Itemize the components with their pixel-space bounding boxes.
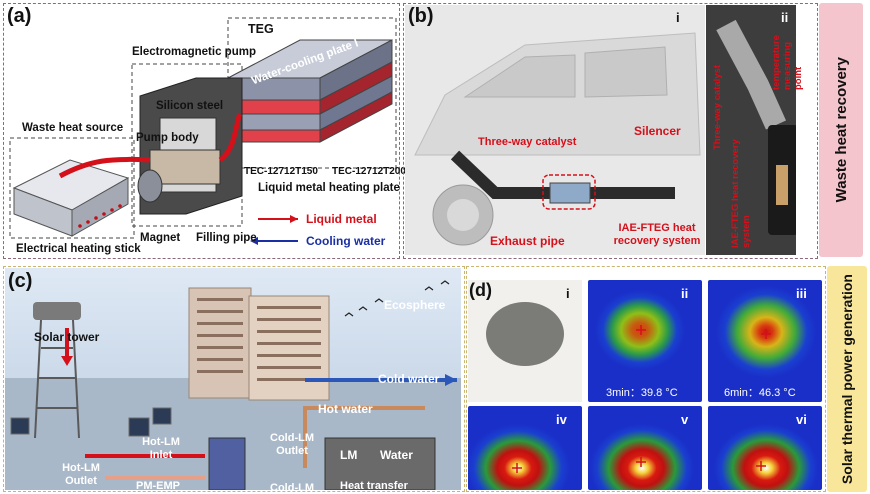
- panel-d-sub-v: v: [681, 412, 689, 427]
- thermal-iii-image: [708, 280, 822, 402]
- cold-lm-outlet-label: Cold-LM Outlet: [270, 432, 314, 457]
- panel-d-sub-iv: iv: [556, 412, 567, 427]
- panel-d-sub-i: i: [566, 286, 570, 301]
- sample-disc: [486, 302, 564, 366]
- electromagnetic-pump-label: Electromagnetic pump: [132, 46, 256, 58]
- panel-a-drawing: [9, 17, 397, 245]
- teg-label: TEG: [248, 22, 274, 36]
- thermal-v-image: [588, 406, 702, 490]
- panel-d-sub-vi: vi: [796, 412, 807, 427]
- tec2-label: TEC-12712T200: [332, 166, 406, 177]
- panel-b-sub-ii: ii: [781, 10, 789, 25]
- thermal-iv-image: [468, 406, 582, 490]
- thermal-vi-image: [708, 406, 822, 490]
- sidebar-bottom-label: Solar thermal power generation: [839, 273, 855, 485]
- panel-b-label: (b): [408, 5, 434, 27]
- iae-system-label: IAE-FTEG heat recovery system: [613, 222, 701, 247]
- cold-water-label: Cold water: [378, 372, 440, 386]
- sidebar-top: Waste heat recovery: [819, 3, 863, 257]
- electrical-heating-stick-label: Electrical heating stick: [16, 243, 141, 255]
- filling-pipe-label: Filling pipe: [196, 232, 257, 244]
- thermal-iii-caption: 6min：46.3 °C: [724, 387, 796, 399]
- water-label: Water: [380, 448, 413, 462]
- hot-lm-inlet-label: Hot-LM Inlet: [142, 436, 180, 461]
- tec1-label: TEC-12712T150: [244, 166, 318, 177]
- pump-body-label: Pump body: [136, 132, 199, 144]
- pm-emp-label: PM-EMP: [136, 480, 180, 492]
- cold-lm-label: Cold-LM: [270, 482, 314, 494]
- catalyst-drawing: [706, 5, 796, 255]
- panel-a-frame: [3, 3, 400, 259]
- legend-liquid-metal-label: Liquid metal: [306, 212, 377, 226]
- magnet-label: Magnet: [140, 232, 181, 244]
- thermal-ii-caption: 3min：39.8 °C: [606, 387, 678, 399]
- sidebar-bottom: Solar thermal power generation: [827, 266, 867, 492]
- hot-lm-outlet-label: Hot-LM Outlet: [62, 462, 100, 487]
- panel-c-label: (c): [8, 270, 33, 292]
- car-drawing: [414, 32, 701, 246]
- silencer-label: Silencer: [634, 124, 681, 138]
- panel-d-label: (d): [469, 280, 492, 300]
- solar-tower-label: Solar tower: [34, 330, 100, 344]
- silicon-steel-label: Silicon steel: [156, 100, 224, 112]
- panel-a-label: (a): [7, 5, 32, 27]
- three-way-catalyst-label: Three-way catalyst: [478, 136, 577, 148]
- thermal-i-photo: [468, 280, 582, 402]
- hot-water-label: Hot water: [318, 402, 373, 416]
- heat-transfer-label: Heat transfer: [340, 480, 408, 492]
- panel-d-sub-iii: iii: [796, 286, 807, 301]
- lm-label: LM: [340, 448, 358, 462]
- thermal-ii-image: [588, 280, 702, 402]
- panel-c-drawing: [5, 268, 461, 490]
- exhaust-pipe-label: Exhaust pipe: [490, 234, 565, 248]
- legend-cooling-water-label: Cooling water: [306, 234, 386, 248]
- panel-d-sub-ii: ii: [681, 286, 689, 301]
- liquid-metal-heating-plate-label: Liquid metal heating plate: [258, 182, 400, 194]
- panel-b-sub-i: i: [676, 10, 680, 25]
- ecosphere-label: Ecosphere: [384, 298, 446, 312]
- waste-heat-source-label: Waste heat source: [22, 122, 124, 134]
- panel-b-frame: [403, 3, 818, 259]
